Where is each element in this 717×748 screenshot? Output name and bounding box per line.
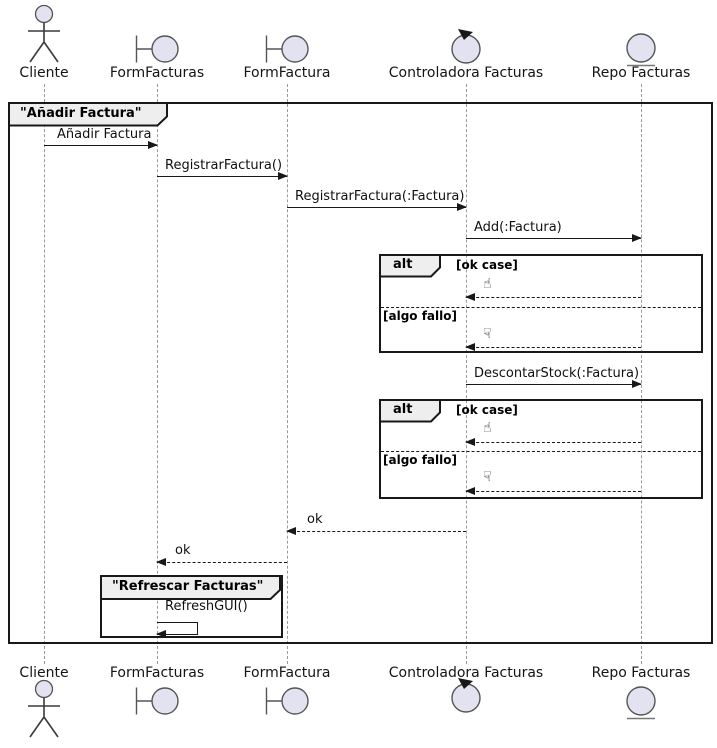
- return-arrow: [465, 293, 641, 301]
- entity-icon: [626, 686, 656, 720]
- arrowhead-left-icon: [156, 630, 166, 638]
- main-frame-title: "Añadir Factura": [20, 106, 142, 121]
- thumbs-down-icon: ☟: [483, 469, 492, 485]
- boundary-icon: [265, 35, 309, 63]
- arrowhead-right-icon: [632, 234, 642, 242]
- actor-icon: [28, 679, 60, 738]
- alt-guard-fail: [algo fallo]: [383, 453, 457, 467]
- arrowhead-left-icon: [465, 293, 475, 301]
- thumbs-up-icon: ☝: [483, 420, 492, 436]
- participant-label-cliente: Cliente: [19, 65, 69, 81]
- message-arrow: [44, 141, 158, 149]
- lifeline-repo: [640, 84, 642, 664]
- alt-operator-shape: [379, 399, 441, 423]
- arrowhead-left-icon: [156, 558, 166, 566]
- message-label: Añadir Factura: [57, 127, 152, 142]
- participant-label-formfactura-bottom: FormFactura: [243, 665, 331, 681]
- lifeline-cliente: [43, 84, 45, 664]
- participant-label-repo: Repo Facturas: [591, 65, 691, 81]
- message-label: RefreshGUI(): [165, 599, 248, 614]
- alt-operator-label: alt: [393, 257, 413, 272]
- lifeline-formfacturas: [156, 84, 158, 664]
- message-label: DescontarStock(:Factura): [474, 366, 640, 381]
- arrowhead-right-icon: [457, 203, 467, 211]
- self-message-bottom: [156, 630, 198, 638]
- refresh-frame-title: "Refrescar Facturas": [112, 579, 264, 594]
- main-frame-label-shape: [8, 102, 168, 127]
- return-arrow: [156, 558, 287, 566]
- lifeline-controladora: [465, 84, 467, 664]
- return-arrow: [465, 487, 641, 495]
- arrowhead-right-icon: [278, 172, 288, 180]
- control-icon: [451, 29, 481, 64]
- return-arrow: [465, 343, 641, 351]
- refresh-frame-label-shape: [100, 575, 281, 600]
- arrowhead-left-icon: [286, 527, 296, 535]
- message-arrow: [466, 234, 642, 242]
- participant-label-repo-bottom: Repo Facturas: [591, 665, 691, 681]
- participant-label-formfactura: FormFactura: [243, 65, 331, 81]
- thumbs-down-icon: ☟: [483, 326, 492, 342]
- alt-guard-ok: [ok case]: [456, 258, 518, 272]
- thumbs-up-icon: ☝: [483, 276, 492, 292]
- alt-guard-fail: [algo fallo]: [383, 309, 457, 323]
- arrowhead-left-icon: [465, 438, 475, 446]
- message-label: RegistrarFactura(:Factura): [295, 189, 465, 204]
- message-arrow: [287, 203, 467, 211]
- boundary-icon: [135, 687, 179, 715]
- main-frame: [8, 102, 713, 644]
- arrowhead-left-icon: [465, 343, 475, 351]
- participant-label-controladora: Controladora Facturas: [388, 65, 544, 81]
- entity-icon: [626, 33, 656, 67]
- alt-operator-label: alt: [393, 402, 413, 417]
- return-label: ok: [307, 512, 323, 527]
- message-arrow: [157, 172, 288, 180]
- alt-divider: [381, 307, 701, 308]
- alt-guard-ok: [ok case]: [456, 403, 518, 417]
- return-arrow: [286, 527, 466, 535]
- participant-label-formfacturas: FormFacturas: [109, 65, 205, 81]
- self-message-side: [197, 622, 198, 634]
- lifeline-formfactura: [286, 84, 288, 664]
- participant-label-controladora-bottom: Controladora Facturas: [388, 665, 544, 681]
- alt-divider: [381, 451, 701, 452]
- participant-label-formfacturas-bottom: FormFacturas: [109, 665, 205, 681]
- control-icon: [451, 678, 481, 713]
- message-label: RegistrarFactura(): [165, 158, 283, 173]
- message-label: Add(:Factura): [474, 220, 562, 235]
- return-arrow: [465, 438, 641, 446]
- boundary-icon: [265, 687, 309, 715]
- return-label: ok: [175, 543, 191, 558]
- arrowhead-left-icon: [465, 487, 475, 495]
- alt-operator-shape: [379, 254, 441, 278]
- alt-fragment-1: [379, 254, 703, 353]
- boundary-icon: [135, 35, 179, 63]
- message-arrow: [466, 380, 642, 388]
- self-message-top: [157, 622, 198, 623]
- actor-icon: [28, 4, 60, 63]
- arrowhead-right-icon: [632, 380, 642, 388]
- alt-fragment-2: [379, 399, 703, 499]
- arrowhead-right-icon: [148, 141, 158, 149]
- participant-label-cliente-bottom: Cliente: [19, 665, 69, 681]
